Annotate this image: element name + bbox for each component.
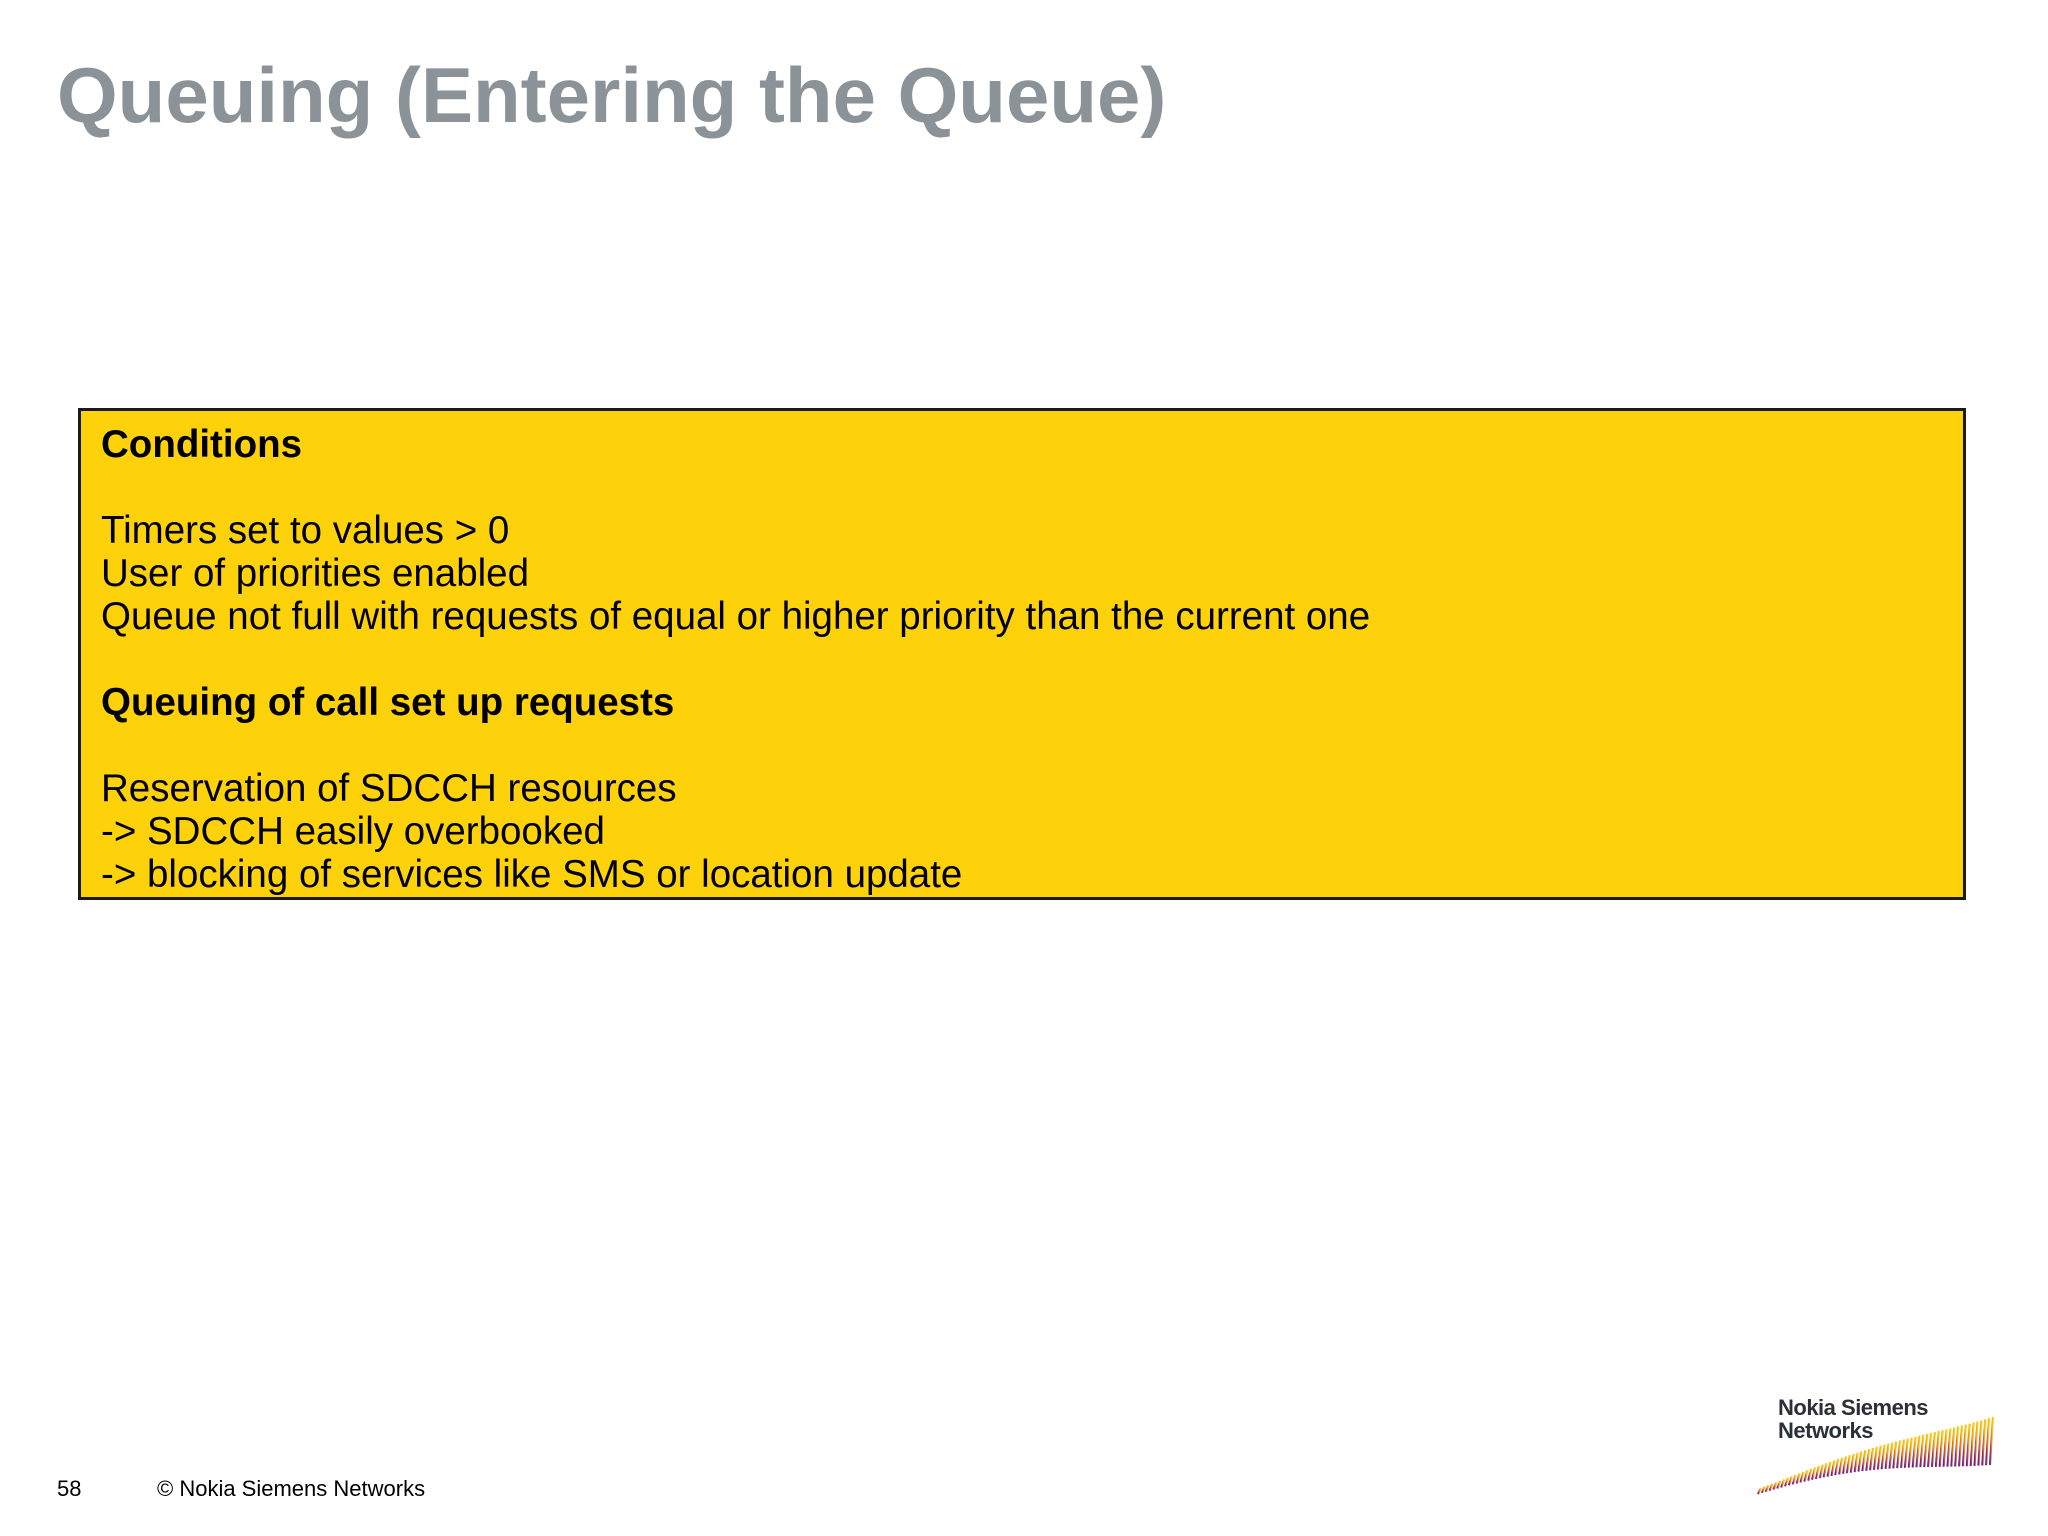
wave-stroke (1977, 1420, 1983, 1466)
spacer (101, 466, 1943, 509)
spacer (101, 638, 1943, 681)
wave-stroke (1896, 1440, 1902, 1469)
wave-stroke (1772, 1481, 1778, 1491)
wave-stroke (1892, 1441, 1898, 1469)
wave-stroke (1787, 1476, 1793, 1486)
wave-stroke (1845, 1455, 1851, 1474)
wave-stroke (1923, 1433, 1929, 1468)
wave-stroke (1853, 1452, 1859, 1473)
wave-stroke (1768, 1483, 1774, 1492)
wave-stroke (1985, 1418, 1991, 1466)
logo-line-2: Networks (1778, 1418, 1874, 1443)
wave-stroke (1842, 1456, 1848, 1474)
wave-stroke (1927, 1432, 1933, 1468)
wave-stroke (1942, 1429, 1948, 1467)
conditions-heading: Conditions (101, 423, 303, 466)
queuing-heading: Queuing of call set up requests (101, 681, 675, 724)
wave-stroke (1903, 1438, 1909, 1468)
conditions-box: Conditions Timers set to values > 0 User… (78, 408, 1966, 900)
wave-stroke (1880, 1444, 1886, 1470)
wave-stroke (1872, 1446, 1879, 1471)
wave-stroke (1760, 1486, 1766, 1494)
wave-stroke (1818, 1464, 1824, 1479)
wave-stroke (1907, 1437, 1913, 1468)
logo-line-1: Nokia Siemens (1778, 1395, 1929, 1420)
wave-stroke (1869, 1447, 1875, 1471)
wave-stroke (1757, 1487, 1762, 1495)
wave-stroke (1857, 1451, 1863, 1472)
wave-stroke (1961, 1424, 1967, 1467)
slide-title: Queuing (Entering the Queue) (57, 51, 1167, 139)
wave-stroke (1919, 1434, 1925, 1468)
wave-stroke (1814, 1465, 1821, 1480)
condition-item: Timers set to values > 0 (101, 509, 510, 552)
wave-stroke (1799, 1471, 1805, 1483)
page-number: 58 (57, 1476, 82, 1501)
wave-stroke (1795, 1473, 1801, 1484)
wave-stroke (1930, 1432, 1937, 1468)
wave-stroke (1784, 1477, 1790, 1487)
wave-stroke (1954, 1426, 1960, 1467)
wave-stroke (1826, 1461, 1832, 1477)
wave-stroke (1822, 1462, 1828, 1478)
wave-stroke (1911, 1436, 1917, 1468)
wave-stroke (1780, 1479, 1786, 1488)
wave-stroke (1865, 1448, 1871, 1471)
wave-stroke (1938, 1430, 1944, 1467)
wave-stroke (1838, 1457, 1844, 1475)
wave-logo-icon (1757, 1416, 1995, 1495)
wave-stroke (1776, 1480, 1782, 1489)
wave-stroke (1764, 1484, 1770, 1493)
wave-stroke (1830, 1460, 1836, 1477)
condition-item: User of priorities enabled (101, 552, 529, 595)
wave-stroke (1861, 1450, 1867, 1472)
wave-stroke (1791, 1474, 1797, 1485)
wave-stroke (1849, 1453, 1855, 1473)
wave-stroke (1973, 1421, 1979, 1466)
wave-stroke (1958, 1425, 1964, 1467)
wave-stroke (1884, 1443, 1890, 1470)
wave-stroke (1934, 1431, 1940, 1467)
queuing-item: -> blocking of services like SMS or loca… (101, 853, 963, 896)
wave-stroke (1876, 1445, 1882, 1470)
wave-stroke (1988, 1416, 1995, 1466)
company-logo: Nokia Siemens Networks (1752, 1392, 1997, 1504)
wave-stroke (1900, 1439, 1906, 1469)
queuing-item: -> SDCCH easily overbooked (101, 810, 605, 853)
condition-item: Queue not full with requests of equal or… (101, 595, 1371, 638)
wave-stroke (1981, 1419, 1987, 1466)
wave-stroke (1915, 1435, 1921, 1468)
queuing-item: Reservation of SDCCH resources (101, 767, 677, 810)
wave-stroke (1803, 1470, 1809, 1482)
copyright-notice: © Nokia Siemens Networks (157, 1476, 426, 1501)
wave-stroke (1950, 1427, 1956, 1467)
wave-stroke (1811, 1467, 1817, 1481)
wave-stroke (1807, 1468, 1813, 1481)
spacer (101, 724, 1943, 767)
wave-stroke (1969, 1422, 1975, 1467)
wave-stroke (1834, 1458, 1840, 1476)
wave-stroke (1965, 1423, 1971, 1467)
wave-stroke (1888, 1442, 1894, 1469)
wave-stroke (1946, 1428, 1952, 1467)
